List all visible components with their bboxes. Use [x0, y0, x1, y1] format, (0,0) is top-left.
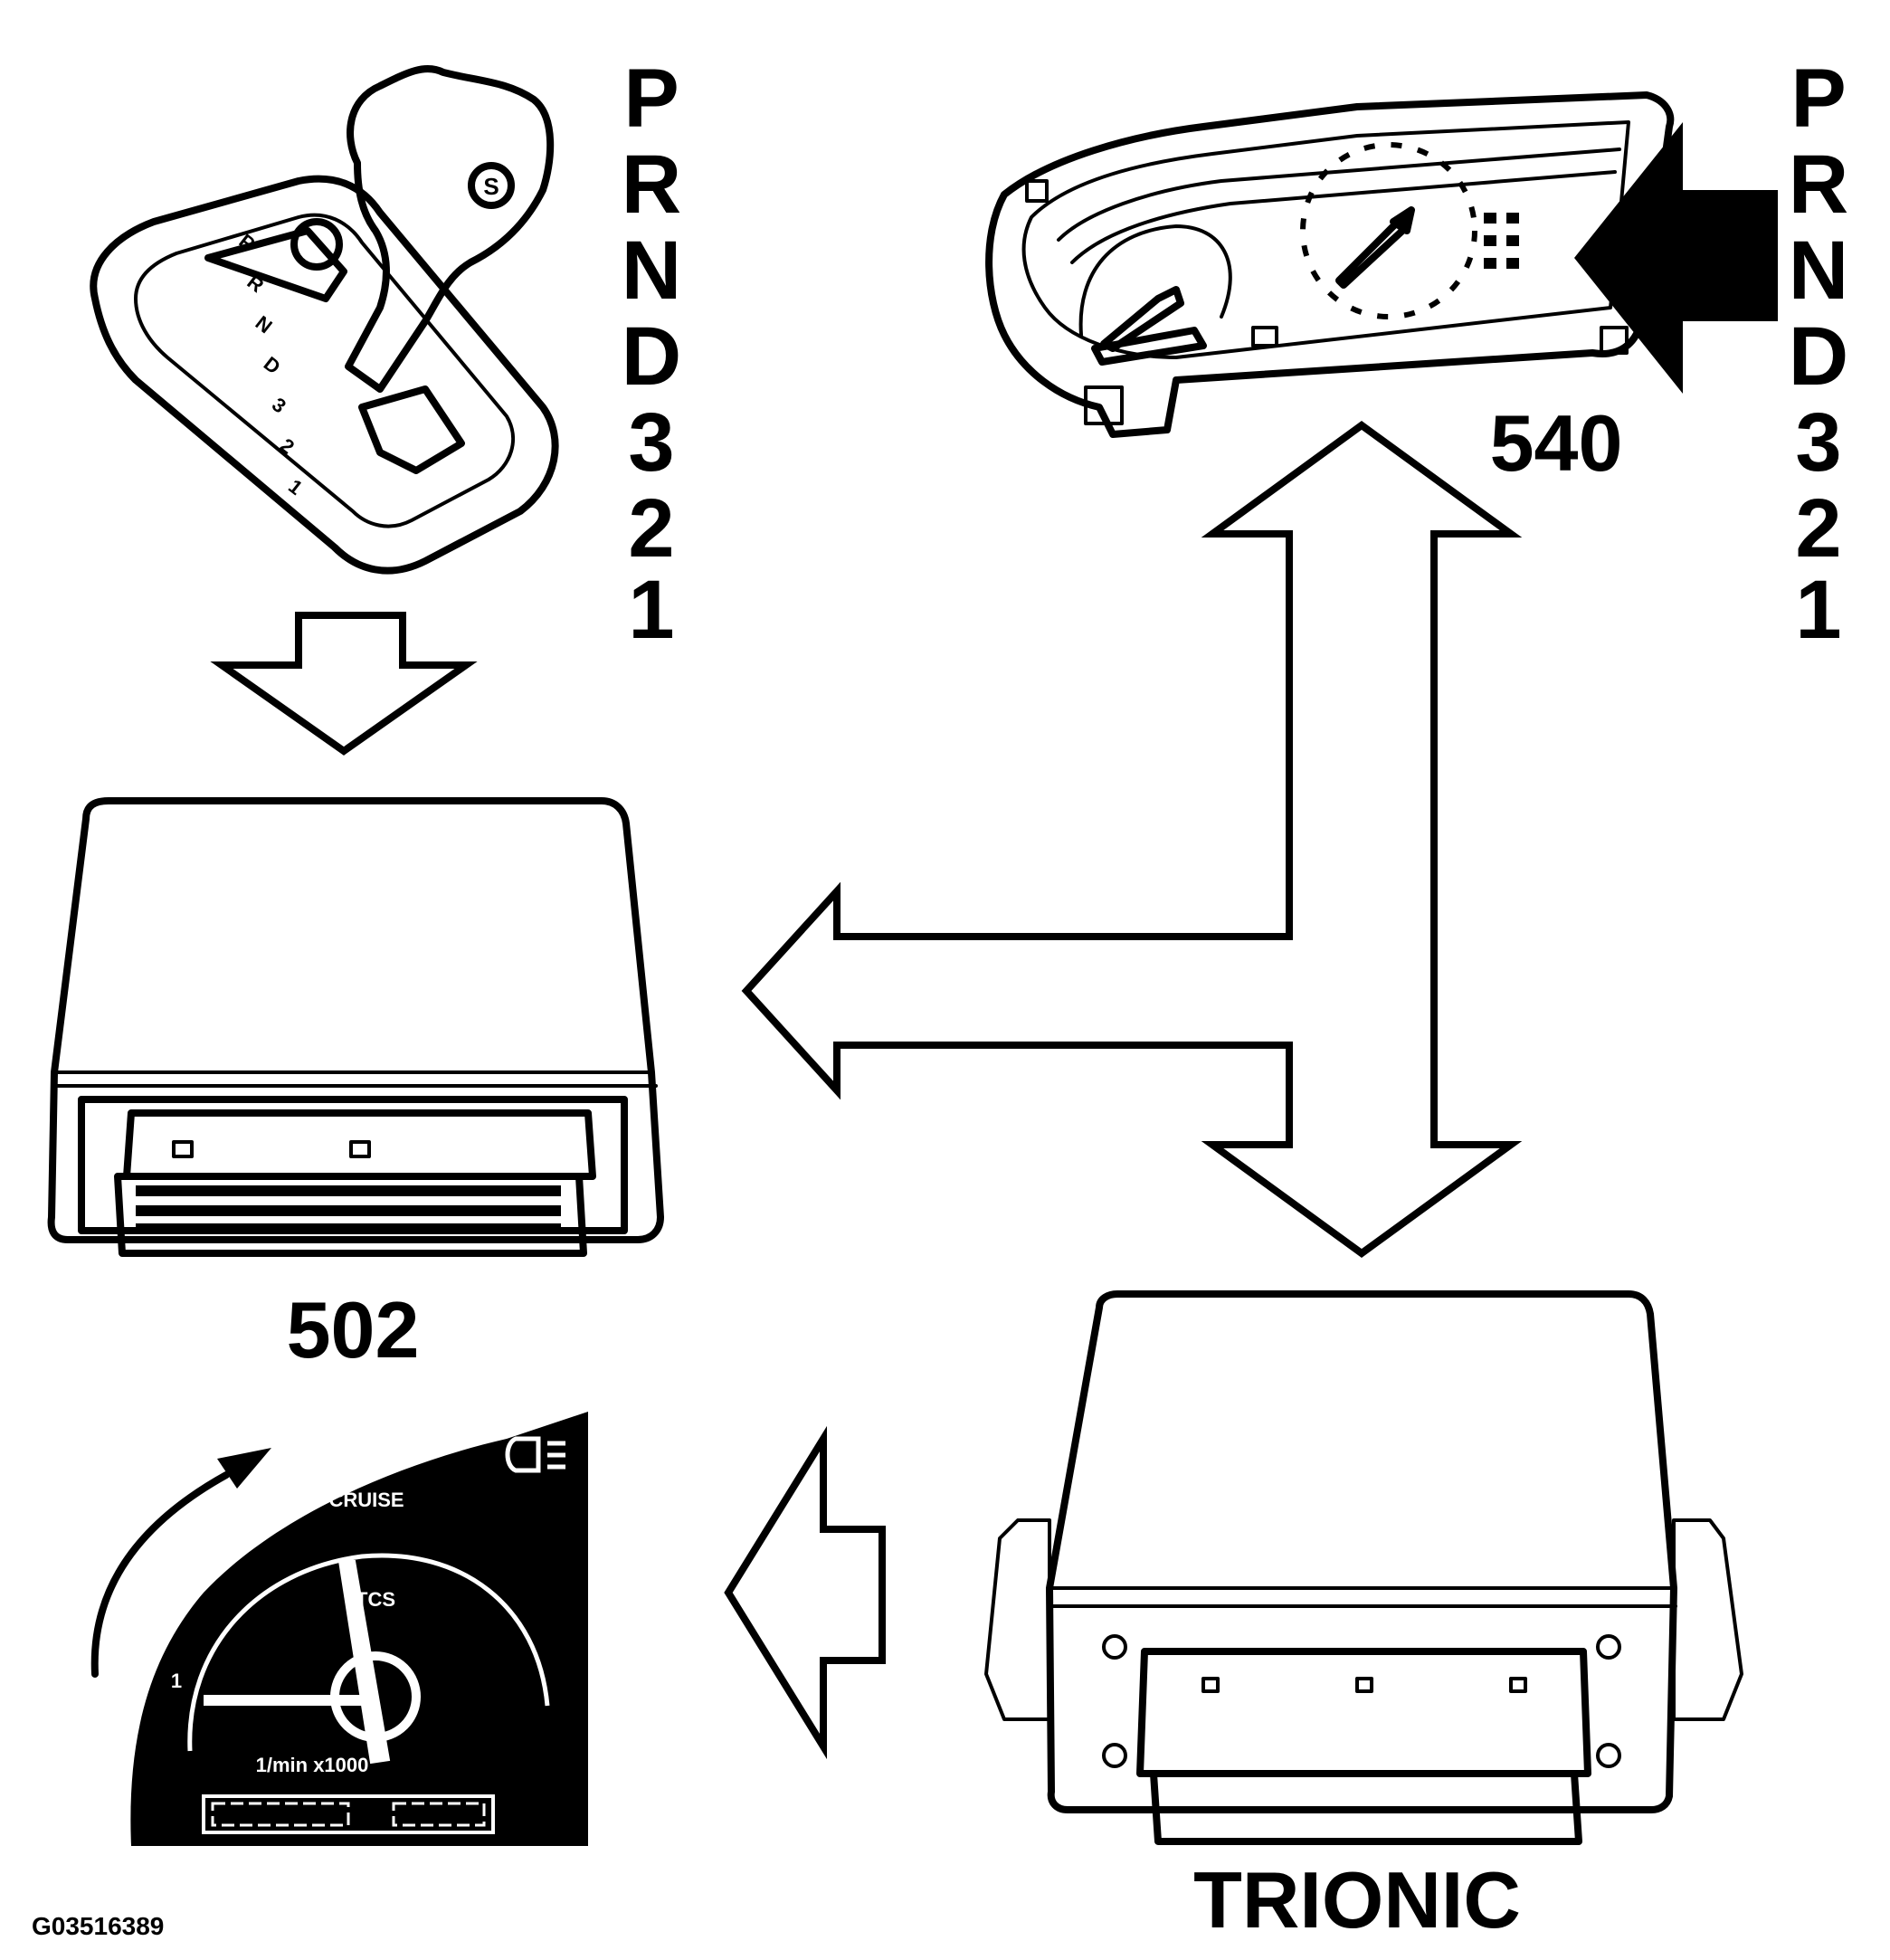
connector-pins-502	[136, 1185, 561, 1232]
selector-gate-letter: 2	[276, 433, 299, 458]
gear-sequence-right: P R N D 3 2 1	[1789, 52, 1848, 656]
gear-letter: 2	[628, 482, 674, 575]
gear-letter: P	[1790, 52, 1846, 145]
figure-id: G03516389	[32, 1912, 164, 1940]
tachometer-gauge: CRUISE TCS 1 1/min x1000	[130, 1412, 588, 1846]
bus-arrow-network	[741, 421, 1523, 1258]
selector-gate-letter: 1	[284, 475, 307, 500]
selector-gate-letter: 3	[268, 393, 290, 417]
gear-letter: N	[622, 224, 681, 317]
selector-gate-letter: N	[252, 311, 277, 338]
gear-letter: N	[1789, 224, 1848, 317]
gauge-tcs-label: TCS	[356, 1588, 395, 1611]
label-540: 540	[1490, 398, 1623, 488]
gear-letter: 3	[1795, 396, 1841, 489]
gauge-unit-label: 1/min x1000	[256, 1754, 369, 1776]
gear-letter: D	[1789, 310, 1848, 403]
gear-letter: 3	[628, 396, 674, 489]
gauge-sweep-arrowhead	[217, 1448, 271, 1489]
gear-letter: R	[622, 138, 681, 231]
signal-arrow-down	[210, 612, 478, 756]
warning-lamp-icon	[505, 1436, 565, 1473]
selector-knob-badge: S	[483, 173, 499, 200]
label-502: 502	[287, 1285, 420, 1375]
gear-selector: S P R N D 3 2 1	[90, 65, 559, 575]
gauge-scale-mark: 1	[171, 1670, 182, 1692]
module-trionic	[984, 1290, 1743, 1845]
gauge-dial-arc	[187, 1553, 550, 1752]
solid-arrow-left	[1574, 122, 1778, 394]
odometer-display	[202, 1794, 495, 1834]
module-502	[47, 797, 664, 1257]
gear-letter: 1	[1795, 564, 1841, 656]
gear-letter: 2	[1795, 482, 1841, 575]
instrument-cluster-540	[985, 91, 1675, 438]
gauge-sweep-arrow	[90, 1471, 230, 1678]
gauge-cruise-label: CRUISE	[328, 1489, 404, 1511]
gauge-needle-horizontal	[204, 1695, 375, 1706]
gear-sequence-left: P R N D 3 2 1	[622, 52, 681, 656]
gear-letter: R	[1789, 138, 1848, 231]
selector-gate-letter: D	[260, 352, 285, 378]
signal-arrow-left	[724, 1425, 886, 1760]
gear-letter: 1	[628, 564, 674, 656]
gear-letter: D	[622, 310, 681, 403]
gauge-hub	[330, 1651, 421, 1742]
label-trionic: TRIONIC	[1193, 1855, 1521, 1945]
gear-letter: P	[623, 52, 679, 145]
